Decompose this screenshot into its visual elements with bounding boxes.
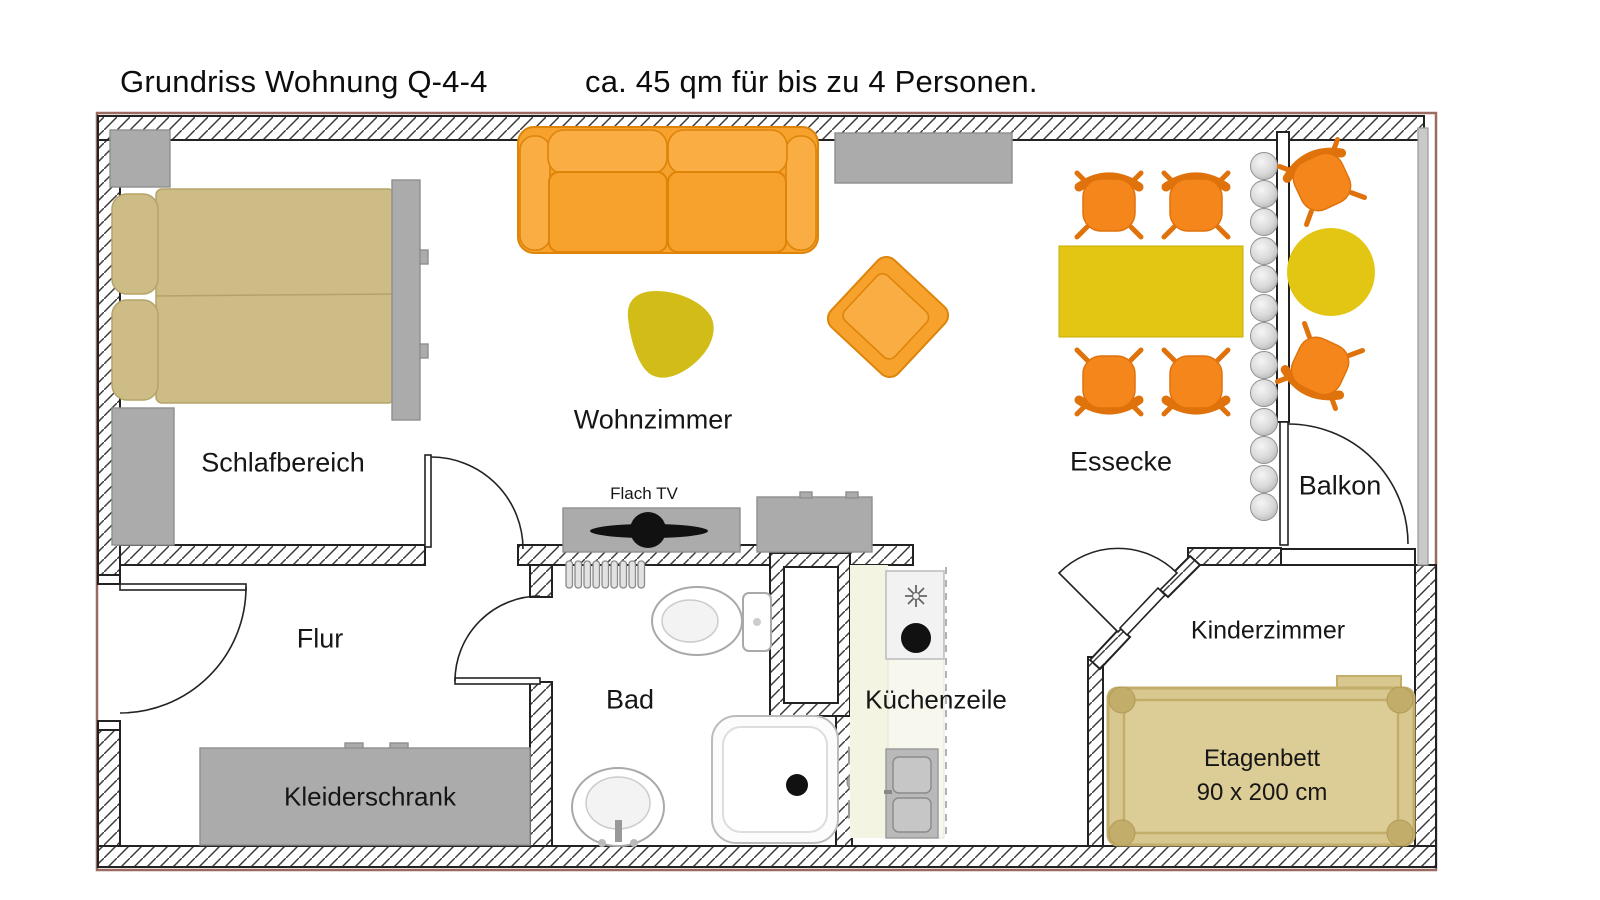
label-etagenbett: Etagenbett 90 x 200 cm — [1197, 745, 1328, 807]
label-wohnzimmer: Wohnzimmer — [573, 404, 733, 435]
label-flur: Flur — [296, 623, 344, 654]
label-schlafbereich: Schlafbereich — [201, 447, 365, 478]
drain — [786, 774, 808, 796]
label-bad: Bad — [605, 684, 655, 715]
bedroom-furniture — [109, 129, 429, 546]
pillow — [111, 299, 159, 401]
balcony-chair — [1276, 136, 1368, 228]
label-balkon: Balkon — [1298, 470, 1382, 501]
label-essecke: Essecke — [1069, 446, 1173, 477]
armchair — [826, 255, 950, 379]
diagonal-wall-lower — [1088, 626, 1132, 671]
dining-chair — [1074, 347, 1144, 417]
dining-chair — [1074, 170, 1144, 240]
cabinet — [111, 407, 175, 546]
curtain — [1250, 152, 1278, 521]
nightstand — [109, 129, 171, 188]
dining-table — [1058, 245, 1244, 338]
entrance-door — [119, 583, 247, 714]
radiator — [565, 560, 646, 589]
bathroom-fixtures — [565, 560, 866, 847]
label-etagenbett-line1: Etagenbett — [1203, 745, 1321, 772]
balcony-furniture — [1274, 136, 1375, 412]
label-etagenbett-line2: 90 x 200 cm — [1196, 779, 1328, 806]
dining-chair — [1161, 347, 1231, 417]
flat-tv-icon — [590, 512, 708, 548]
page-title: Grundriss Wohnung Q-4-4 — [120, 64, 488, 99]
stove — [885, 570, 945, 660]
kinderzimmer-furniture — [1106, 675, 1416, 847]
headboard — [391, 179, 421, 421]
livingroom-furniture — [517, 126, 1013, 553]
balcony-railing — [1417, 127, 1429, 566]
balcony-table — [1287, 228, 1375, 316]
duct-shaft — [783, 566, 839, 704]
label-kuechenzeile: Küchenzeile — [865, 684, 1007, 715]
dining-chair — [1161, 170, 1231, 240]
toilet — [651, 586, 772, 656]
counter — [850, 565, 888, 838]
sideboard — [756, 496, 873, 553]
bedroom-door — [424, 454, 524, 550]
kitchen-sink — [884, 748, 939, 839]
kitchenette — [850, 565, 947, 839]
doors — [119, 421, 1409, 714]
balcony-chair — [1274, 320, 1366, 412]
sideboard — [834, 132, 1013, 184]
kinderzimmer-door — [1057, 547, 1179, 637]
bathroom-sink — [571, 767, 665, 847]
burner — [901, 623, 931, 653]
page-subtitle: ca. 45 qm für bis zu 4 Personen. — [585, 64, 1038, 99]
hallway-furniture — [199, 742, 531, 846]
label-kleiderschrank: Kleiderschrank — [284, 781, 456, 812]
kinderzimmer-balcony-window — [1280, 548, 1416, 566]
pillow — [111, 193, 159, 295]
label-flach-tv: Flach TV — [610, 484, 678, 503]
sofa — [517, 126, 819, 254]
coffee-table — [627, 291, 714, 378]
dining-set — [1058, 170, 1244, 417]
balcony-door — [1279, 421, 1409, 546]
wardrobe — [199, 747, 531, 846]
bathroom-door — [454, 595, 541, 685]
label-kinderzimmer: Kinderzimmer — [1190, 616, 1346, 645]
